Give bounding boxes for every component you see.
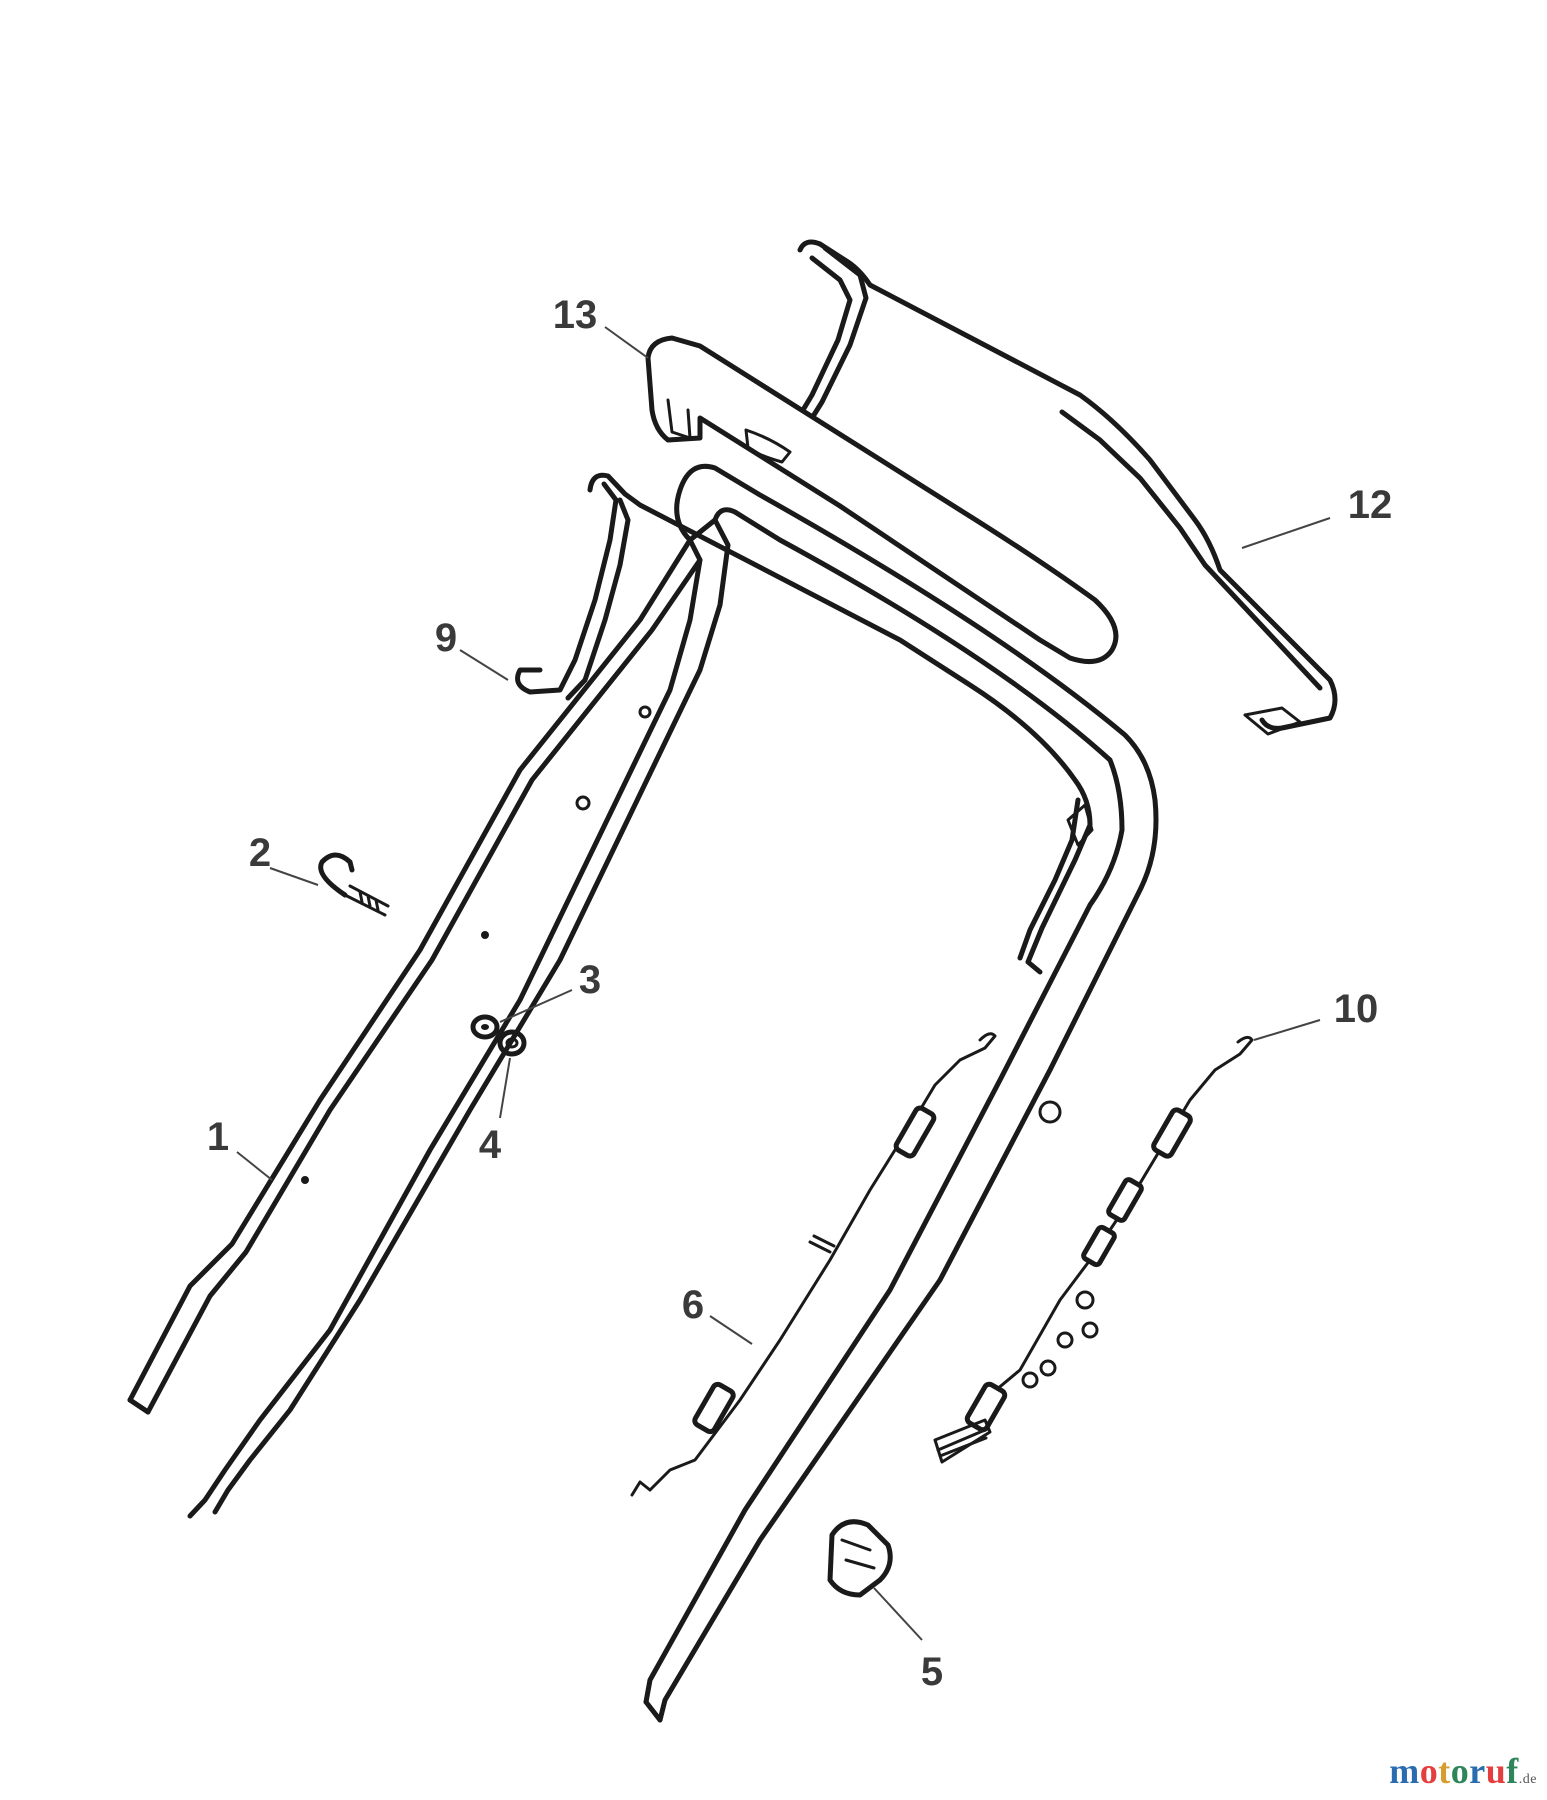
part-labels: 13 12 9 2 3 4 1 6 10 5	[207, 293, 1392, 1694]
part-5-cable-clip	[827, 1519, 893, 1598]
watermark-letter: t	[1438, 1751, 1451, 1791]
part-1-main-handle	[127, 463, 1159, 1723]
watermark-letter: m	[1389, 1751, 1420, 1791]
part-3-washer	[470, 1014, 500, 1040]
label-4: 4	[479, 1123, 502, 1167]
motoruf-watermark-logo: motoruf.de	[1389, 1750, 1537, 1792]
label-3: 3	[579, 958, 601, 1002]
leader-1	[236, 1151, 273, 1181]
leader-12	[1241, 517, 1331, 549]
label-2: 2	[249, 831, 271, 875]
label-1: 1	[207, 1115, 229, 1159]
part-12-upper-bail	[797, 239, 1338, 736]
label-6: 6	[682, 1283, 704, 1327]
leader-2	[269, 867, 319, 886]
leader-6	[709, 1315, 753, 1345]
leader-13	[604, 326, 649, 359]
leader-5	[873, 1587, 923, 1641]
leader-10	[1253, 1019, 1321, 1041]
part-9-control-bail	[515, 472, 1094, 975]
label-13: 13	[553, 293, 598, 337]
watermark-letter: o	[1419, 1751, 1439, 1791]
part-13-grip-cover	[645, 335, 1119, 665]
label-10: 10	[1334, 987, 1379, 1031]
leader-9	[459, 649, 509, 681]
watermark-suffix: .de	[1518, 1772, 1537, 1787]
watermark-letter: r	[1469, 1751, 1486, 1791]
part-10-cable	[933, 1035, 1254, 1464]
watermark-letter: f	[1506, 1751, 1519, 1791]
part-4-nut	[497, 1029, 527, 1057]
label-5: 5	[921, 1650, 943, 1694]
label-9: 9	[435, 616, 457, 660]
watermark-letter: o	[1450, 1751, 1470, 1791]
leader-4	[499, 1057, 511, 1119]
part-2-hook-bolt	[318, 852, 390, 917]
label-12: 12	[1348, 483, 1393, 527]
watermark-letter: u	[1485, 1751, 1507, 1791]
leader-3	[499, 989, 573, 1023]
leader-lines	[236, 326, 1331, 1641]
part-6-cable	[630, 1032, 997, 1497]
